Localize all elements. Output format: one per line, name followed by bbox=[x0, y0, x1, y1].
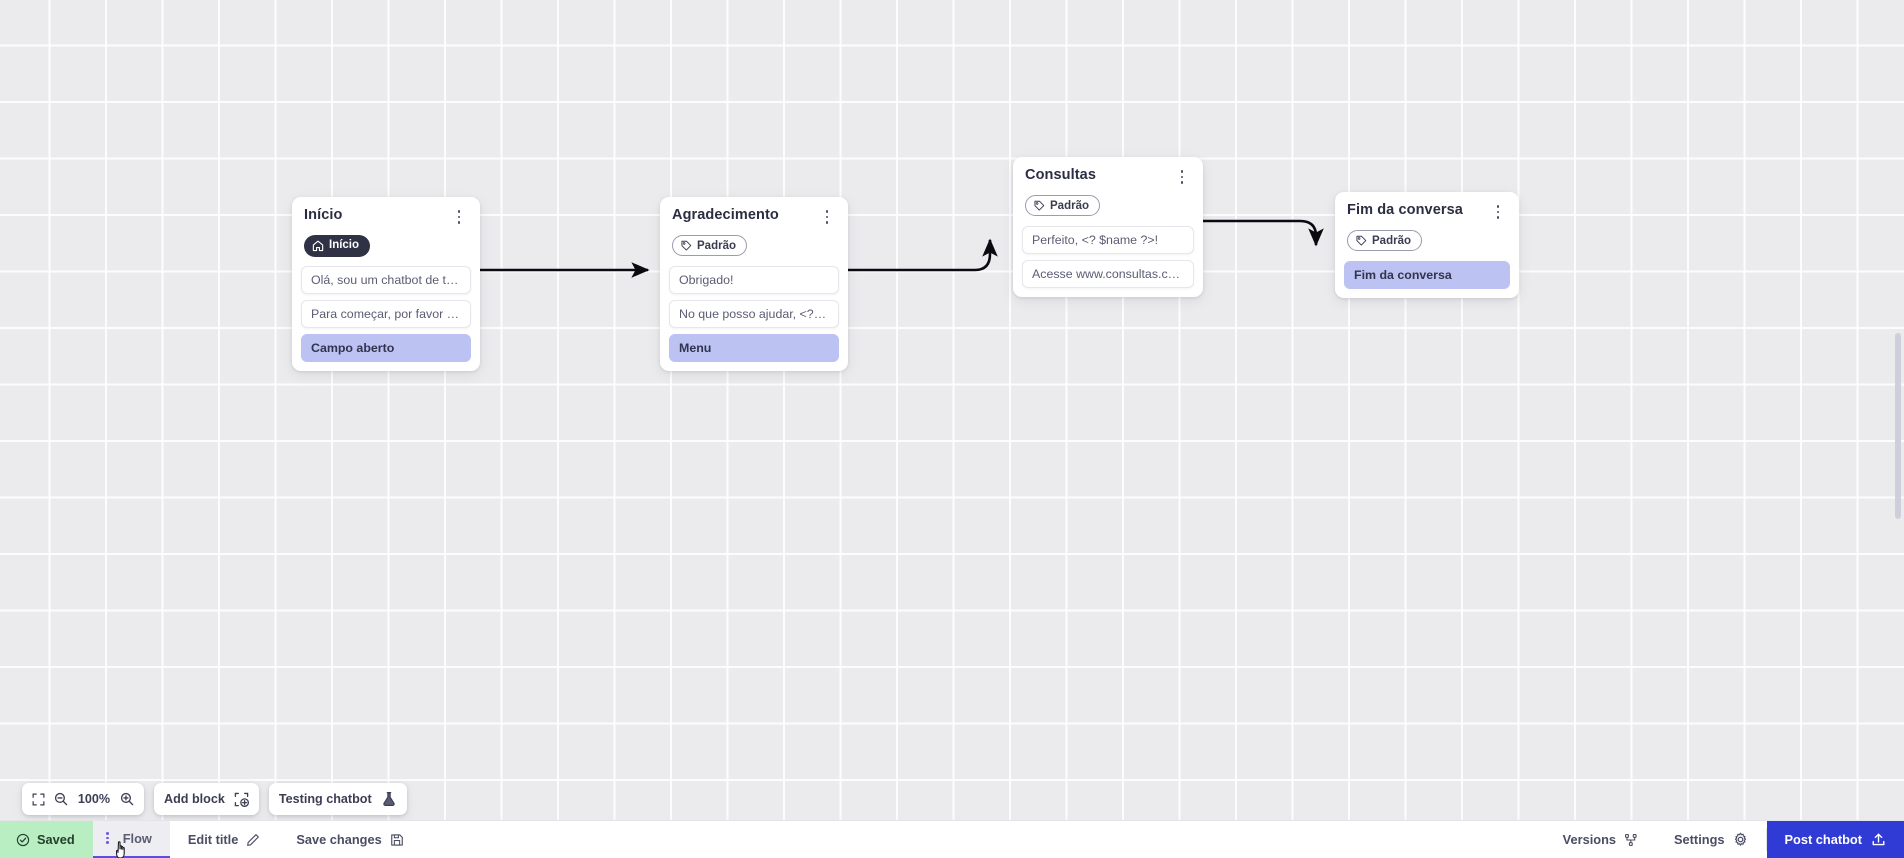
node-message-list: Fim da conversa bbox=[1344, 260, 1510, 289]
node-title: Fim da conversa bbox=[1347, 202, 1463, 218]
node-header: Agradecimento bbox=[669, 207, 839, 227]
node-header: Fim da conversa bbox=[1344, 202, 1510, 222]
default-badge-label: Padrão bbox=[697, 239, 736, 252]
fit-screen-icon[interactable] bbox=[32, 793, 45, 806]
zoom-level: 100% bbox=[77, 792, 111, 806]
default-badge[interactable]: Padrão bbox=[1025, 195, 1100, 217]
add-block-label: Add block bbox=[164, 792, 225, 806]
node-title: Agradecimento bbox=[672, 207, 779, 223]
add-block-icon bbox=[234, 792, 249, 807]
zoom-out-icon[interactable] bbox=[54, 792, 68, 806]
settings-label: Settings bbox=[1674, 832, 1725, 847]
floppy-disk-icon bbox=[390, 833, 404, 847]
node-message-list: Perfeito, <? $name ?>! Acesse www.consul… bbox=[1022, 225, 1194, 288]
node-message[interactable]: Olá, sou um chatbot de teste! bbox=[301, 265, 471, 294]
canvas-toolbar: 100% Add block Testing chatbot bbox=[22, 783, 407, 815]
pencil-icon bbox=[246, 833, 260, 847]
flow-node-fim-da-conversa[interactable]: Fim da conversa Padrão Fim da conversa bbox=[1335, 192, 1519, 298]
testing-chatbot-label: Testing chatbot bbox=[278, 792, 372, 806]
branch-icon bbox=[1624, 833, 1638, 847]
kebab-menu-icon[interactable] bbox=[101, 829, 115, 847]
edge-consultas-fim bbox=[1203, 219, 1324, 247]
default-badge-label: Padrão bbox=[1050, 199, 1089, 212]
versions-button[interactable]: Versions bbox=[1545, 821, 1656, 858]
zoom-in-icon[interactable] bbox=[120, 792, 134, 806]
node-message-list: Obrigado! No que posso ajudar, <? $name … bbox=[669, 265, 839, 362]
start-badge[interactable]: Início bbox=[304, 235, 371, 257]
upload-icon bbox=[1871, 832, 1886, 847]
start-badge-label: Início bbox=[329, 239, 360, 251]
bottom-status-bar: Saved Flow Edit title Save changes bbox=[0, 820, 1904, 858]
home-icon bbox=[312, 240, 324, 251]
edge-agradecimento-consultas bbox=[848, 238, 998, 272]
saved-status-badge: Saved bbox=[0, 821, 93, 858]
saved-label: Saved bbox=[37, 832, 75, 847]
node-action[interactable]: Campo aberto bbox=[301, 333, 471, 362]
kebab-menu-icon[interactable] bbox=[1489, 202, 1507, 222]
flow-node-consultas[interactable]: Consultas Padrão Perfeito, <? $name ?>! … bbox=[1013, 157, 1203, 297]
edit-title-label: Edit title bbox=[187, 832, 239, 847]
kebab-menu-icon[interactable] bbox=[450, 207, 468, 227]
node-badge-row: Padrão bbox=[1022, 187, 1194, 217]
edit-title-button[interactable]: Edit title bbox=[170, 821, 278, 858]
node-title: Consultas bbox=[1025, 167, 1096, 183]
flow-node-inicio[interactable]: Início Início Olá, sou um chatbot de tes… bbox=[292, 197, 480, 371]
node-action[interactable]: Menu bbox=[669, 333, 839, 362]
node-message[interactable]: No que posso ajudar, <? $name ... bbox=[669, 299, 839, 328]
node-message[interactable]: Obrigado! bbox=[669, 265, 839, 294]
node-message-list: Olá, sou um chatbot de teste! Para começ… bbox=[301, 265, 471, 362]
flask-icon bbox=[381, 791, 397, 807]
statusbar-spacer bbox=[422, 821, 1545, 858]
node-message[interactable]: Perfeito, <? $name ?>! bbox=[1022, 225, 1194, 254]
kebab-menu-icon[interactable] bbox=[818, 207, 836, 227]
node-header: Início bbox=[301, 207, 471, 227]
gear-icon bbox=[1733, 832, 1748, 847]
kebab-menu-icon[interactable] bbox=[1173, 167, 1191, 187]
default-badge[interactable]: Padrão bbox=[1347, 230, 1422, 252]
zoom-controls: 100% bbox=[22, 783, 144, 815]
post-chatbot-button[interactable]: Post chatbot bbox=[1766, 821, 1904, 858]
settings-button[interactable]: Settings bbox=[1656, 821, 1765, 858]
node-badge-row: Início bbox=[301, 227, 471, 257]
node-header: Consultas bbox=[1022, 167, 1194, 187]
connector-edges bbox=[480, 219, 1324, 278]
node-message[interactable]: Para começar, por favor digite o ... bbox=[301, 299, 471, 328]
default-badge-label: Padrão bbox=[1372, 234, 1411, 247]
node-title: Início bbox=[304, 207, 343, 223]
default-badge[interactable]: Padrão bbox=[672, 235, 747, 257]
add-block-button[interactable]: Add block bbox=[154, 783, 259, 815]
node-message[interactable]: Acesse www.consultas.com par... bbox=[1022, 259, 1194, 288]
flow-node-agradecimento[interactable]: Agradecimento Padrão Obrigado! No que po… bbox=[660, 197, 848, 371]
versions-label: Versions bbox=[1562, 832, 1617, 847]
tag-icon bbox=[681, 240, 692, 251]
tab-flow[interactable]: Flow bbox=[92, 821, 170, 858]
post-chatbot-label: Post chatbot bbox=[1784, 832, 1863, 847]
node-badge-row: Padrão bbox=[1344, 222, 1510, 252]
statusbar-divider bbox=[1765, 828, 1767, 851]
save-changes-button[interactable]: Save changes bbox=[278, 821, 421, 858]
tag-icon bbox=[1356, 235, 1367, 246]
node-action[interactable]: Fim da conversa bbox=[1344, 260, 1510, 289]
testing-chatbot-button[interactable]: Testing chatbot bbox=[268, 783, 407, 815]
vertical-scrollbar-thumb[interactable] bbox=[1895, 333, 1901, 519]
tab-flow-label: Flow bbox=[122, 831, 152, 846]
check-circle-icon bbox=[16, 833, 30, 846]
flow-canvas[interactable]: Início Início Olá, sou um chatbot de tes… bbox=[0, 0, 1904, 820]
save-changes-label: Save changes bbox=[296, 832, 382, 847]
tag-icon bbox=[1034, 200, 1045, 211]
node-badge-row: Padrão bbox=[669, 227, 839, 257]
